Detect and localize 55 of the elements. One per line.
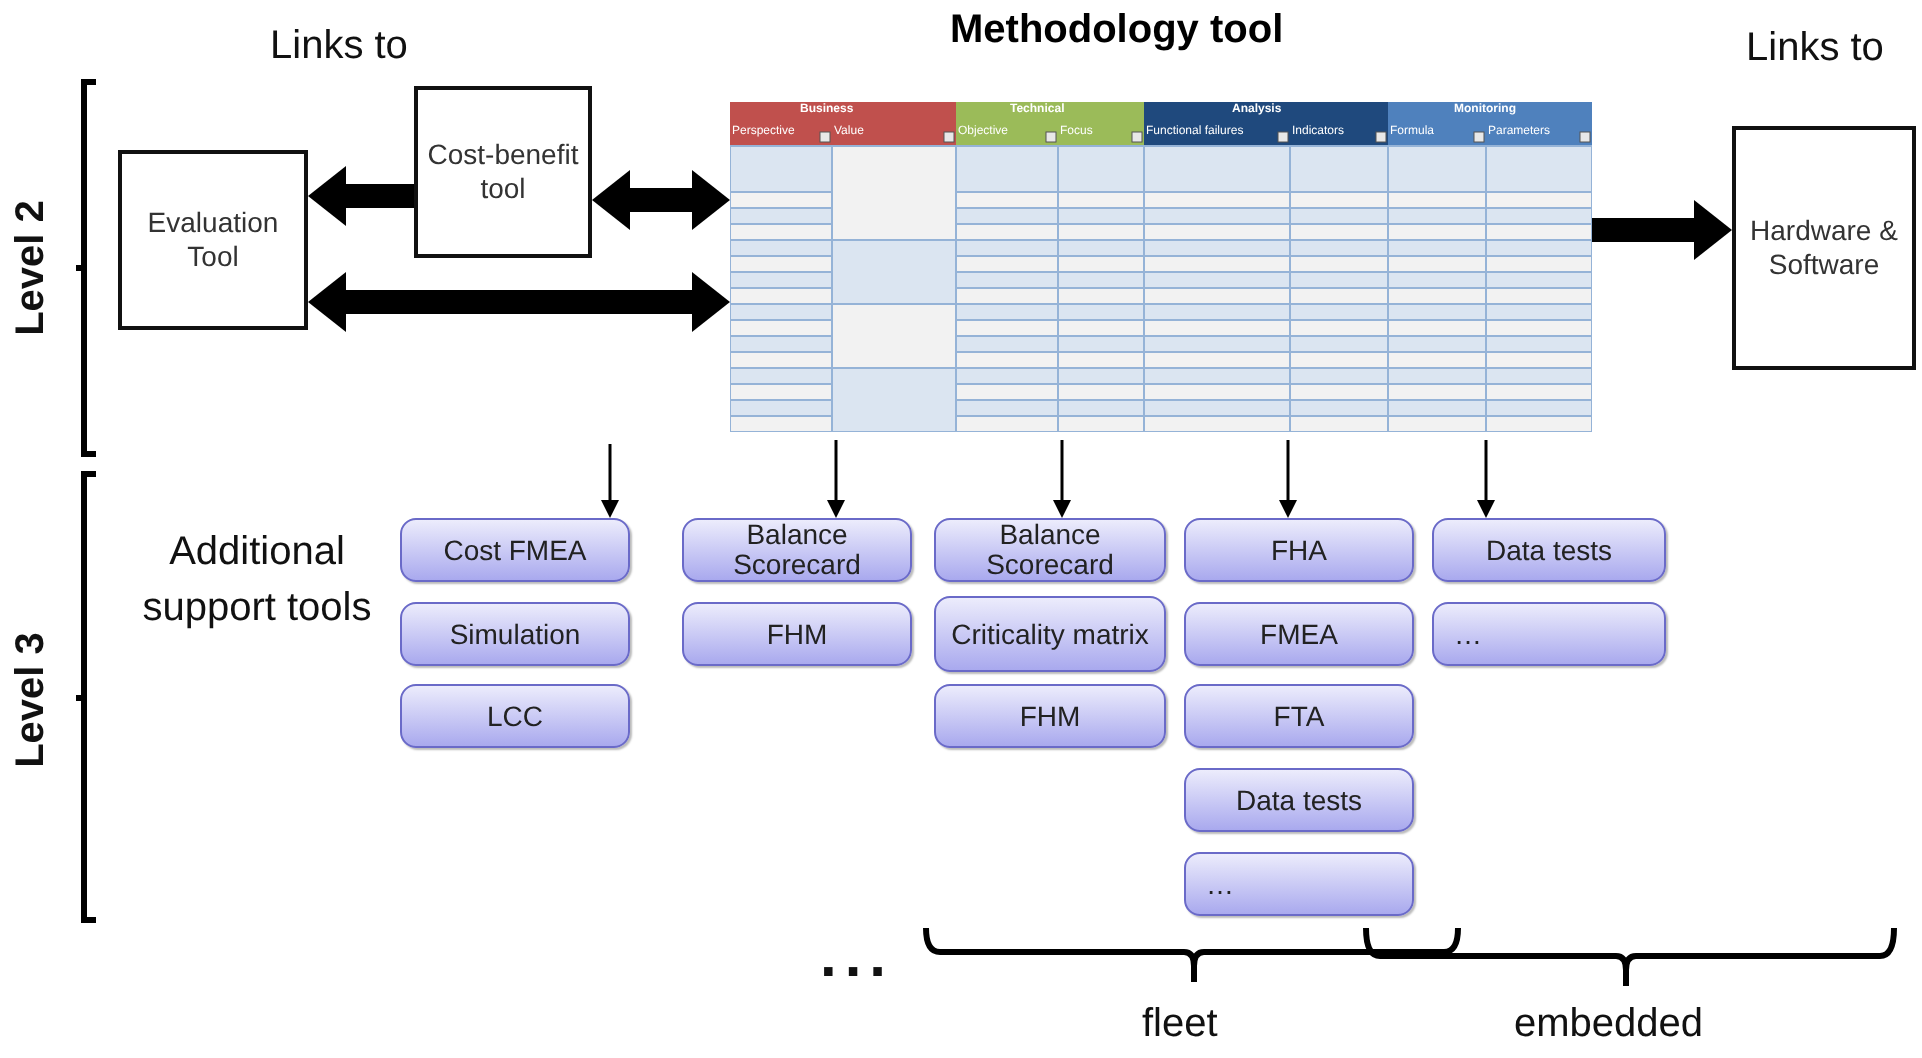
box-label: Simulation xyxy=(449,619,581,649)
box-label: Data tests xyxy=(1235,785,1363,815)
arrow xyxy=(827,440,845,518)
arrow xyxy=(1477,440,1495,518)
caption-label: fleet xyxy=(1142,1002,1218,1048)
tool-box xyxy=(400,518,630,582)
tool-box xyxy=(934,596,1166,672)
box-label: Hardware & Software xyxy=(1748,213,1900,283)
box-label: FHM xyxy=(1019,701,1081,731)
tool-box xyxy=(400,684,630,748)
box-label: Criticality matrix xyxy=(951,619,1149,649)
tool-box xyxy=(118,150,308,330)
tool-box xyxy=(400,602,630,666)
tool-box xyxy=(934,684,1166,748)
box-label: FHA xyxy=(1271,535,1327,565)
row-label: Additional support tools xyxy=(140,528,374,634)
block-arrow xyxy=(592,170,730,230)
tool-box xyxy=(682,602,912,666)
box-label: FHM xyxy=(766,619,828,649)
caption-label: Links to xyxy=(270,24,408,70)
box-label: LCC xyxy=(486,701,543,731)
level-label: Level 3 xyxy=(8,632,55,768)
box-label: FTA xyxy=(1273,701,1325,731)
level-label: Level 2 xyxy=(8,200,55,336)
tool-box xyxy=(1184,852,1414,916)
ellipsis: ... xyxy=(820,924,895,992)
tool-box xyxy=(1432,518,1666,582)
box-label: FMEA xyxy=(1260,619,1338,649)
tool-box xyxy=(1432,602,1666,666)
box-label: Balance Scorecard xyxy=(984,520,1116,580)
tool-box xyxy=(1184,684,1414,748)
spreadsheet-drawing xyxy=(730,102,1592,432)
tool-box xyxy=(934,518,1166,582)
tool-box xyxy=(1184,602,1414,666)
tool-box xyxy=(1732,126,1916,370)
box-label: Cost-benefit tool xyxy=(425,137,581,207)
tool-box xyxy=(682,518,912,582)
tool-box xyxy=(1184,768,1414,832)
arrow xyxy=(1053,440,1071,518)
block-arrow xyxy=(308,272,730,332)
box-label: Cost FMEA xyxy=(443,535,587,565)
caption-label: embedded xyxy=(1514,1002,1704,1048)
box-label: … xyxy=(1454,619,1482,649)
box-label: Data tests xyxy=(1485,535,1613,565)
box-label: … xyxy=(1206,869,1234,899)
caption-label: Links to xyxy=(1746,26,1884,72)
box-label: Evaluation Tool xyxy=(145,205,281,275)
block-arrow xyxy=(308,166,414,226)
tool-box xyxy=(1184,518,1414,582)
diagram-heading: Methodology tool xyxy=(950,8,1284,54)
block-arrow xyxy=(1592,200,1732,260)
arrow xyxy=(601,444,619,518)
box-label: Balance Scorecard xyxy=(731,520,863,580)
tool-box xyxy=(414,86,592,258)
arrow xyxy=(1279,440,1297,518)
